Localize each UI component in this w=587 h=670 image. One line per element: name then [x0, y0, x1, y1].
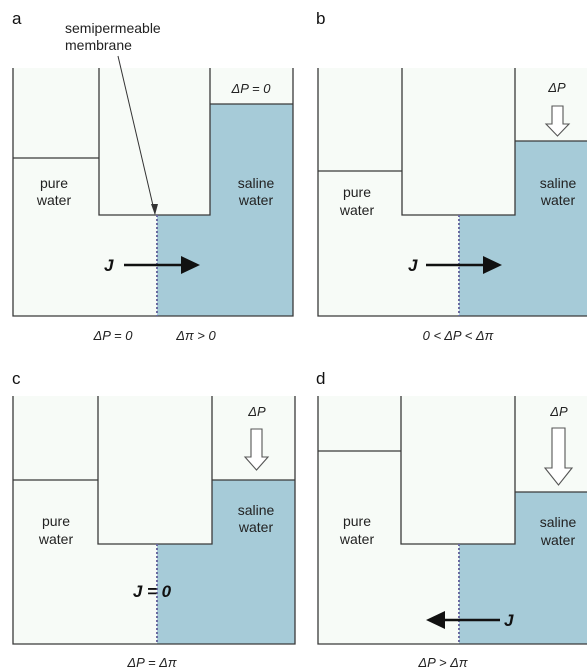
- panel-a-vessel: [12, 68, 294, 317]
- panel-d-saline-water: [459, 492, 587, 644]
- panel-c-saline-label-2: water: [238, 519, 274, 535]
- panel-c-saline-label-1: saline: [238, 502, 275, 518]
- panel-d-saline-label-1: saline: [540, 514, 577, 530]
- panel-d-flux-label: J: [504, 611, 514, 630]
- panel-a-saline-label-2: water: [238, 192, 274, 208]
- panel-b-flux-label: J: [408, 256, 418, 275]
- panel-b-pressure-arrow: [544, 105, 571, 137]
- panel-b-pure-label-1: pure: [343, 184, 371, 200]
- panel-b-saline-label-1: saline: [540, 175, 577, 191]
- panel-c-pure-label-1: pure: [42, 513, 70, 529]
- callout-label-line2: membrane: [65, 37, 132, 53]
- panel-c-flux-label: J = 0: [133, 582, 172, 601]
- panel-d-saline-label-2: water: [540, 532, 576, 548]
- panel-a-flux-label: J: [104, 256, 114, 275]
- panel-a-pure-label-2: water: [36, 192, 72, 208]
- callout-label-line1: semipermeable: [65, 20, 161, 36]
- panel-d-pressure-label: ΔP: [549, 404, 568, 419]
- panel-a-saline-label-1: saline: [238, 175, 275, 191]
- panel-b: b pure water saline water ΔP J 0 < ΔP < …: [316, 9, 587, 343]
- panel-a-flux-arrow-head: [181, 256, 200, 274]
- panel-d-caption: ΔP > Δπ: [417, 655, 467, 670]
- panel-c-label: c: [12, 369, 21, 388]
- panel-a-label: a: [12, 9, 22, 28]
- panel-a-caption: ΔP = 0: [93, 328, 134, 343]
- panel-b-caption: 0 < ΔP < Δπ: [423, 328, 494, 343]
- panel-b-saline-water: [459, 141, 587, 316]
- panel-d: d pure water saline water ΔP J ΔP > Δπ: [316, 369, 587, 670]
- panel-c-pure-label-2: water: [38, 531, 74, 547]
- panel-c-pressure-arrow: [243, 428, 270, 471]
- panel-c-pressure-label: ΔP: [247, 404, 266, 419]
- panel-d-pure-label-1: pure: [343, 513, 371, 529]
- panel-b-label: b: [316, 9, 325, 28]
- panel-b-pure-label-2: water: [339, 202, 375, 218]
- panel-d-pressure-arrow: [543, 427, 574, 486]
- panel-a-pressure-label: ΔP = 0: [231, 81, 272, 96]
- panel-c: c pure water saline water ΔP J = 0 ΔP = …: [12, 369, 296, 670]
- panel-a-caption-2: Δπ > 0: [175, 328, 216, 343]
- panel-b-flux-arrow-head: [483, 256, 502, 274]
- callout-pointer: [117, 55, 156, 215]
- panel-c-caption: ΔP = Δπ: [126, 655, 176, 670]
- panel-b-saline-label-2: water: [540, 192, 576, 208]
- panel-d-flux-arrow-head: [426, 611, 445, 629]
- panel-d-pure-label-2: water: [339, 531, 375, 547]
- panel-c-vessel: [12, 396, 296, 645]
- panel-a: a pure water saline water ΔP = 0 semiper…: [12, 9, 294, 343]
- callout-pointer-head: [151, 204, 158, 215]
- panel-a-pure-label-1: pure: [40, 175, 68, 191]
- panel-b-pressure-label: ΔP: [547, 80, 566, 95]
- panel-d-label: d: [316, 369, 325, 388]
- panel-c-saline-water: [157, 480, 295, 644]
